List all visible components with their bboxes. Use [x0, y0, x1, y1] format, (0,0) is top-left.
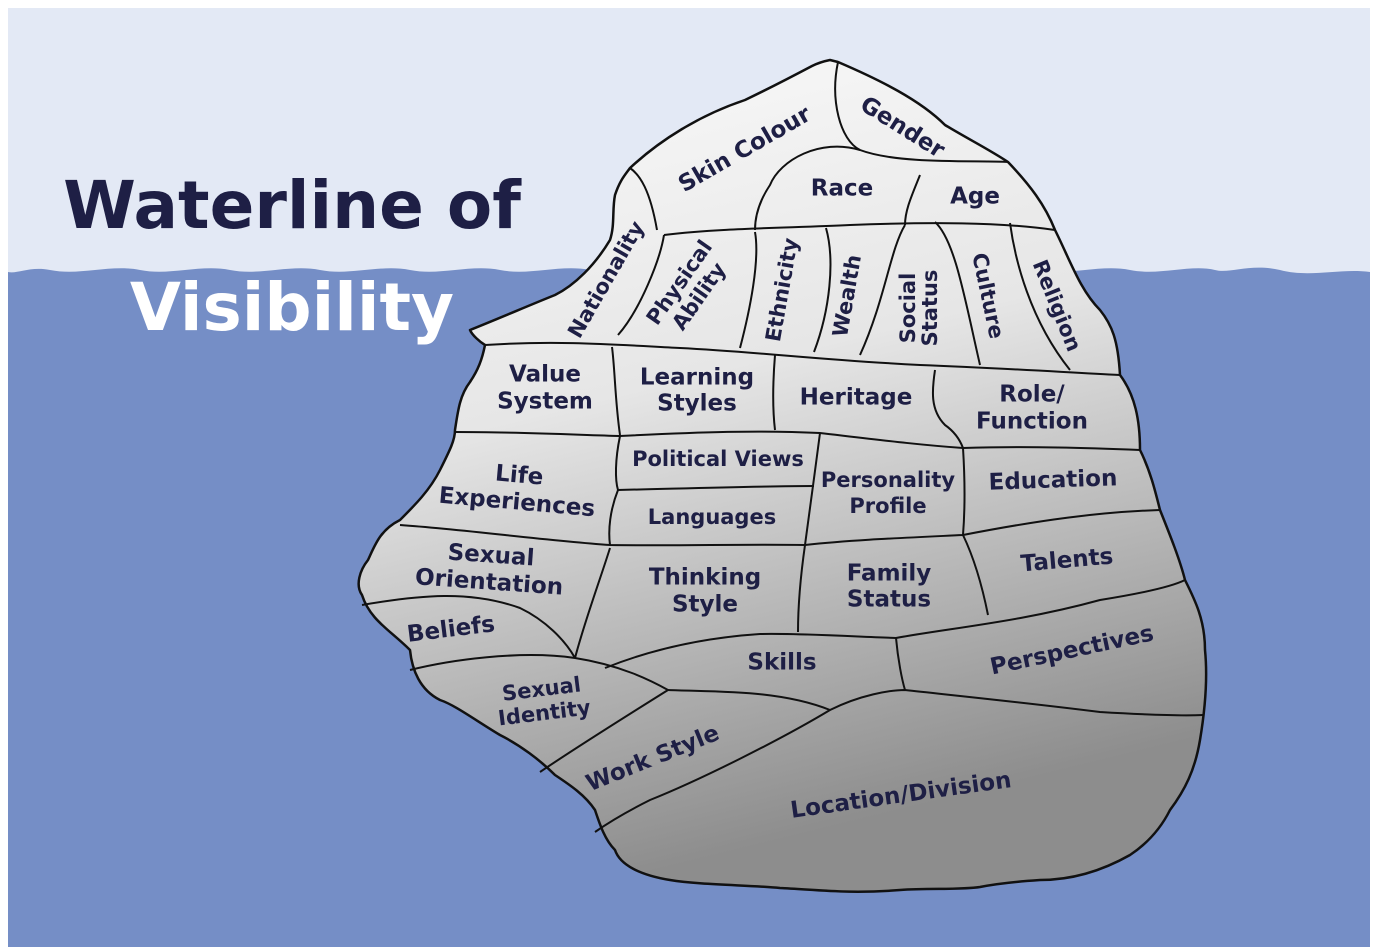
svg-text:Sexual: Sexual [447, 540, 535, 572]
label-value-system: Value System [497, 362, 593, 415]
svg-text:Personality: Personality [821, 468, 955, 492]
iceberg [357, 58, 1208, 893]
svg-text:Learning: Learning [640, 365, 754, 391]
title-line-2: Visibility [130, 269, 454, 346]
svg-text:Styles: Styles [657, 391, 737, 417]
svg-text:Social: Social [896, 273, 920, 344]
svg-text:Function: Function [976, 409, 1088, 435]
svg-text:Thinking: Thinking [649, 565, 761, 591]
svg-text:Value: Value [509, 362, 581, 388]
label-learning-styles: Learning Styles [640, 365, 754, 417]
label-age: Age [950, 184, 1000, 210]
label-skills: Skills [747, 650, 816, 676]
label-personality-profile: Personality Profile [821, 468, 955, 518]
title-line-1: Waterline of [63, 167, 522, 244]
svg-text:Status: Status [847, 587, 931, 613]
svg-text:Life: Life [494, 461, 544, 491]
svg-text:Family: Family [847, 561, 932, 587]
label-heritage: Heritage [800, 385, 913, 411]
svg-text:Status: Status [918, 270, 942, 347]
section-dividers [361, 61, 1204, 833]
svg-text:Profile: Profile [849, 494, 926, 518]
label-political-views: Political Views [632, 447, 804, 471]
label-languages: Languages [648, 505, 776, 529]
svg-text:Style: Style [672, 592, 738, 618]
label-family-status: Family Status [847, 561, 932, 613]
label-thinking-style: Thinking Style [649, 565, 761, 618]
label-social-status: Social Status [896, 270, 942, 347]
label-role-function: Role/ Function [976, 382, 1088, 435]
label-race: Race [811, 176, 873, 202]
label-education: Education [988, 465, 1118, 495]
svg-text:Role/: Role/ [999, 382, 1065, 408]
svg-text:System: System [497, 389, 593, 415]
